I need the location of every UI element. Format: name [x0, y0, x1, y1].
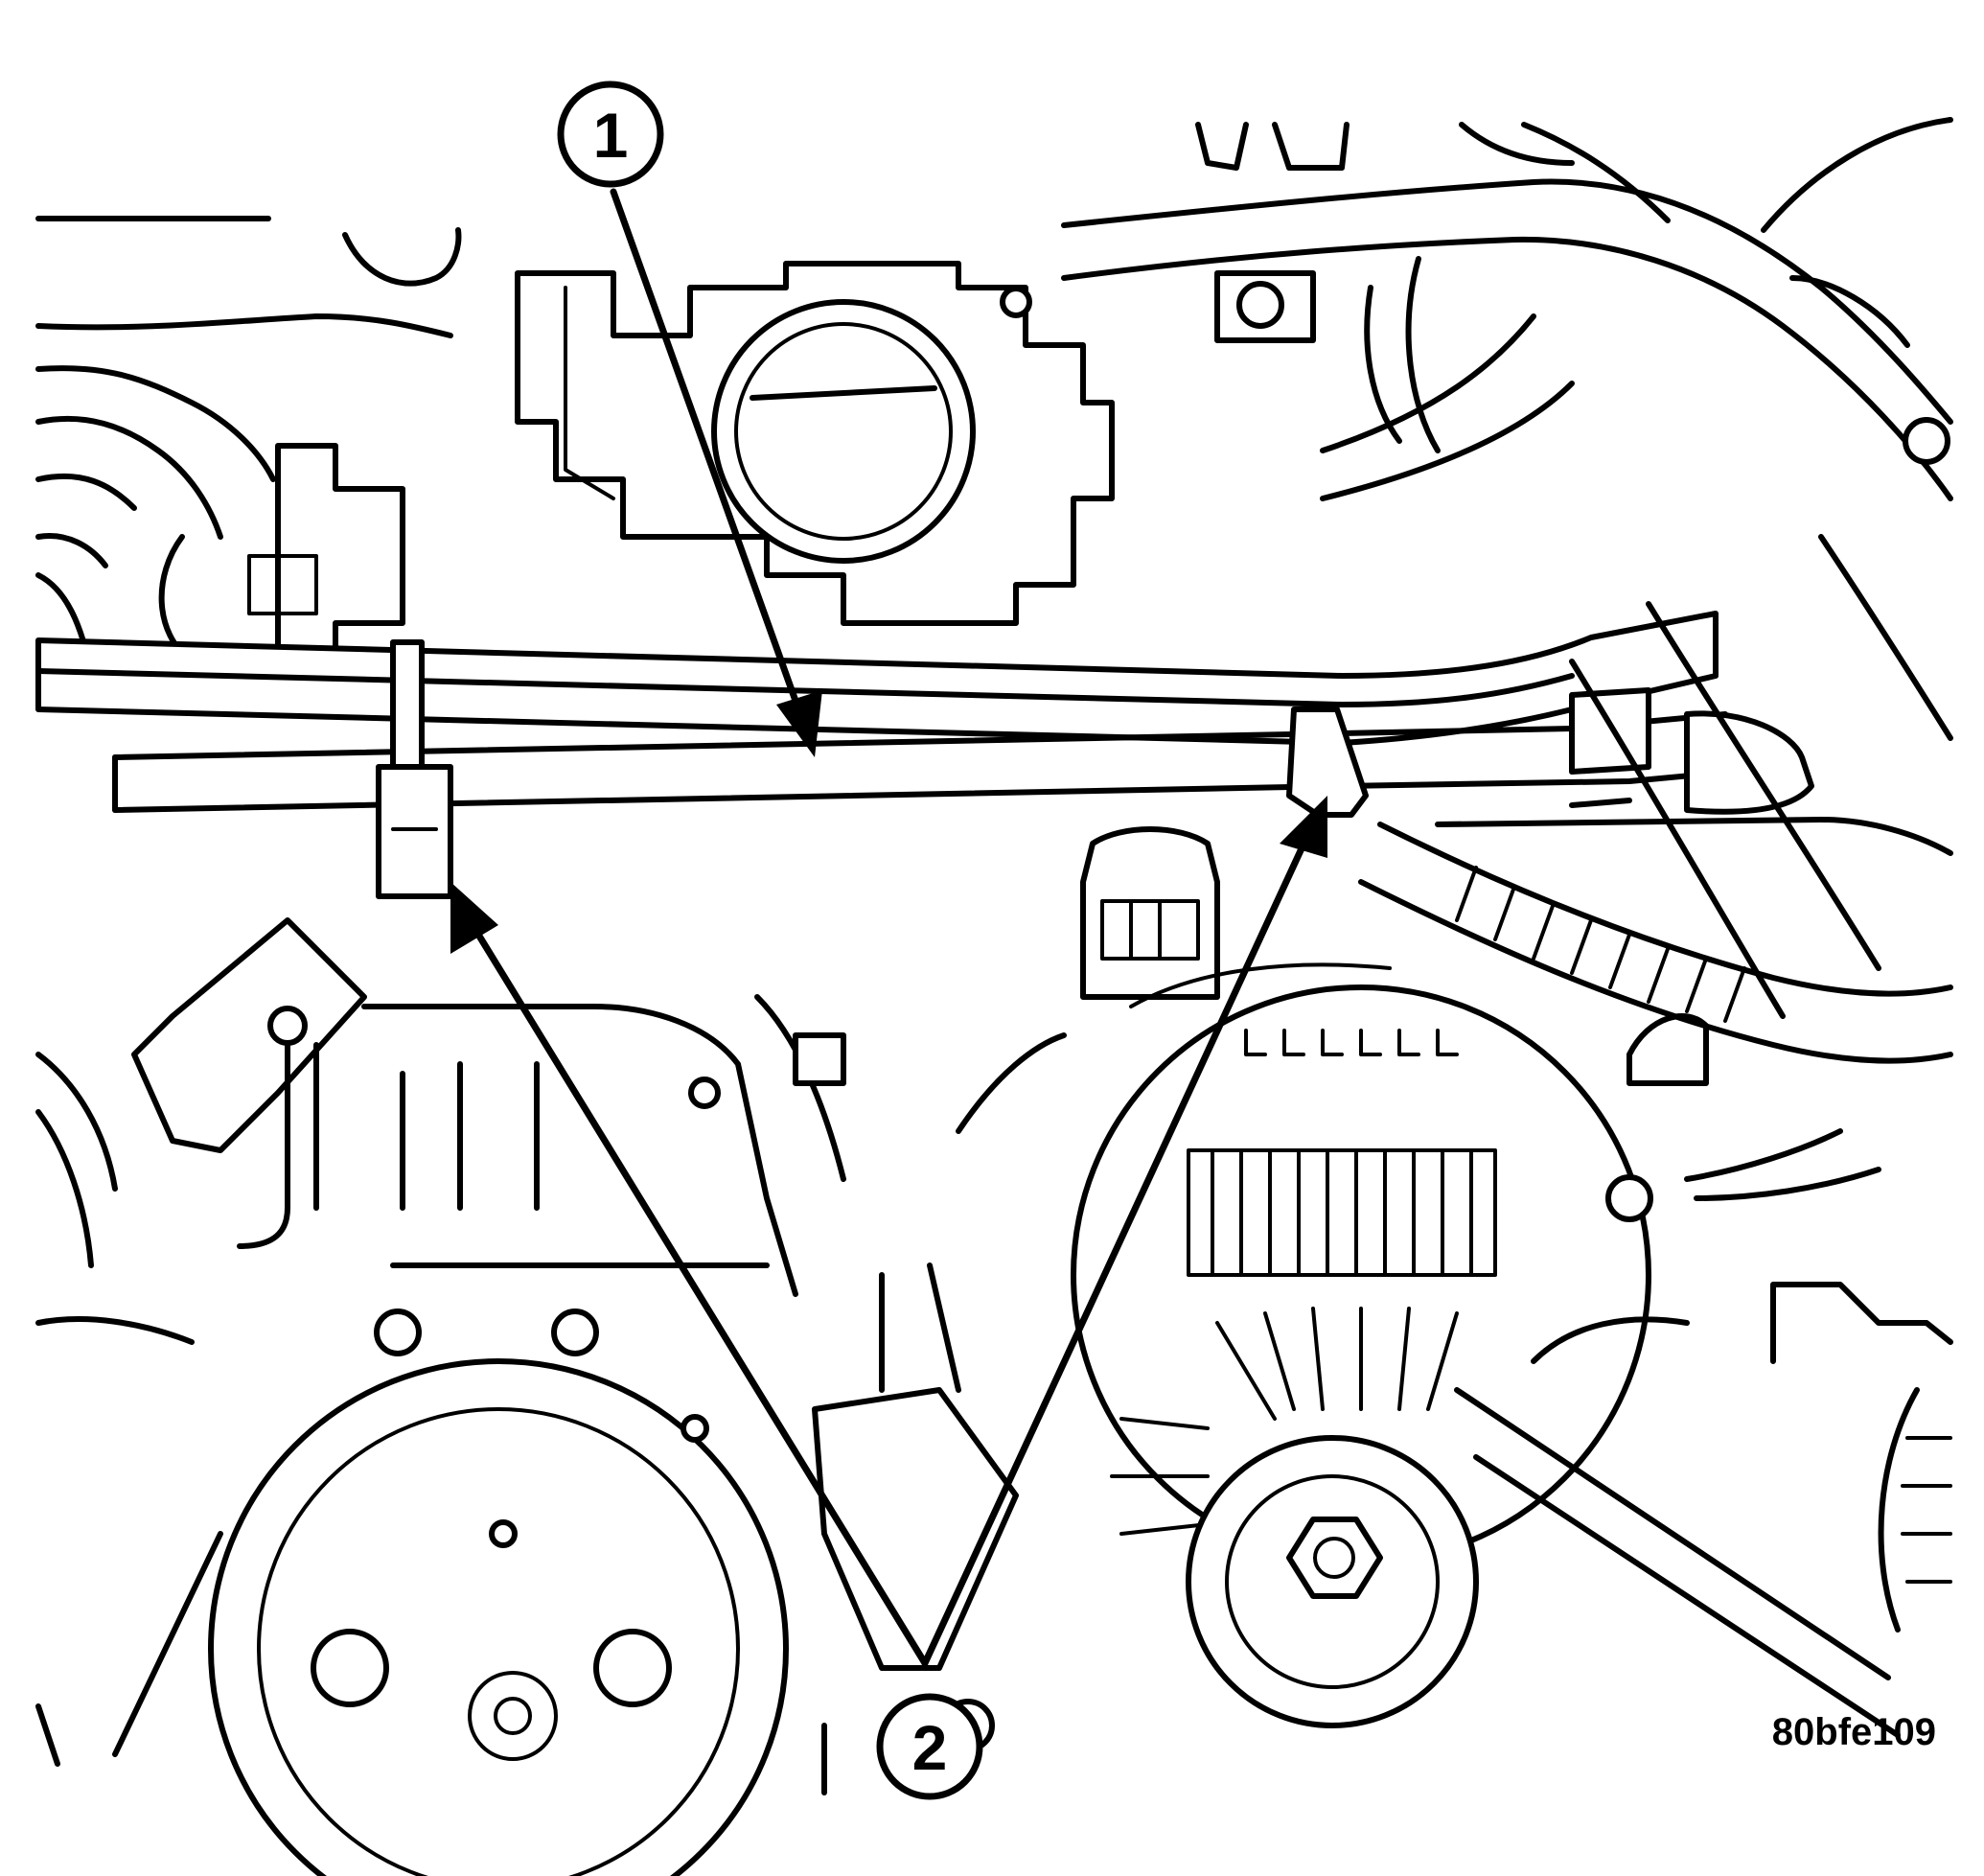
leader-line-1 [610, 188, 804, 718]
engine-bay-linework [35, 117, 1953, 1876]
callout-1: 1 [557, 81, 664, 188]
leader-line-2a [466, 916, 929, 1667]
arrowhead-1 [776, 690, 822, 757]
callout-2: 2 [876, 1693, 983, 1800]
leader-line-2b [921, 830, 1312, 1667]
leader-lines [450, 188, 1327, 1667]
callout-2-label: 2 [912, 1712, 948, 1783]
figure-id: 80bfe109 [1772, 1711, 1936, 1753]
arrowhead-2b [1280, 796, 1327, 858]
arrowhead-2a [450, 882, 498, 954]
callout-1-label: 1 [593, 100, 629, 171]
